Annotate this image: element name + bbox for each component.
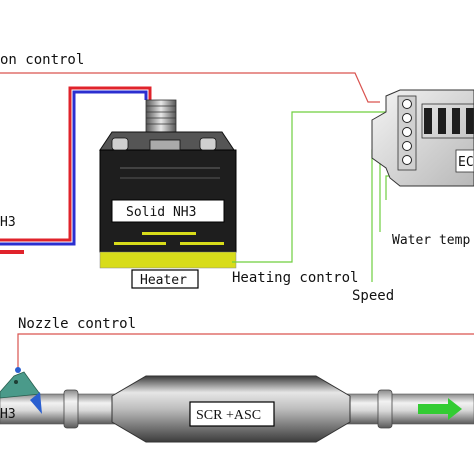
- water-temp-label: Water temp: [392, 233, 470, 248]
- nh3-supply-pipe: [0, 86, 152, 246]
- scr-asc-label-box: [189, 401, 275, 427]
- solid-nh3-label: Solid NH3: [126, 205, 196, 220]
- nh3-nozzle-label: H3: [0, 407, 16, 422]
- nozzle-control-line: [17, 333, 474, 368]
- speed-label: Speed: [352, 288, 394, 304]
- heater-label: Heater: [140, 273, 187, 288]
- nozzle-signal-node: [15, 367, 21, 373]
- heater-band: [99, 251, 237, 269]
- injection-control-label: on control: [0, 52, 84, 68]
- nh3-outlet-line: [0, 250, 24, 254]
- dosing-nozzle: [0, 371, 42, 414]
- scr-asc-label: SCR +ASC: [196, 408, 261, 423]
- exhaust-pipe: [0, 389, 474, 429]
- solid-nh3-tank: [99, 131, 237, 253]
- nh3-left-label: H3: [0, 215, 16, 230]
- heater-label-box: [131, 269, 199, 289]
- heating-control-label: Heating control: [232, 270, 358, 286]
- ecu-module: [371, 89, 474, 187]
- nozzle-control-label: Nozzle control: [18, 316, 136, 332]
- ecu-label: EC: [458, 155, 474, 170]
- exhaust-flow-arrow: [418, 398, 462, 420]
- heating-control-line: [232, 111, 398, 263]
- injection-control-line: [0, 72, 380, 103]
- tank-threaded-connector: [145, 99, 177, 133]
